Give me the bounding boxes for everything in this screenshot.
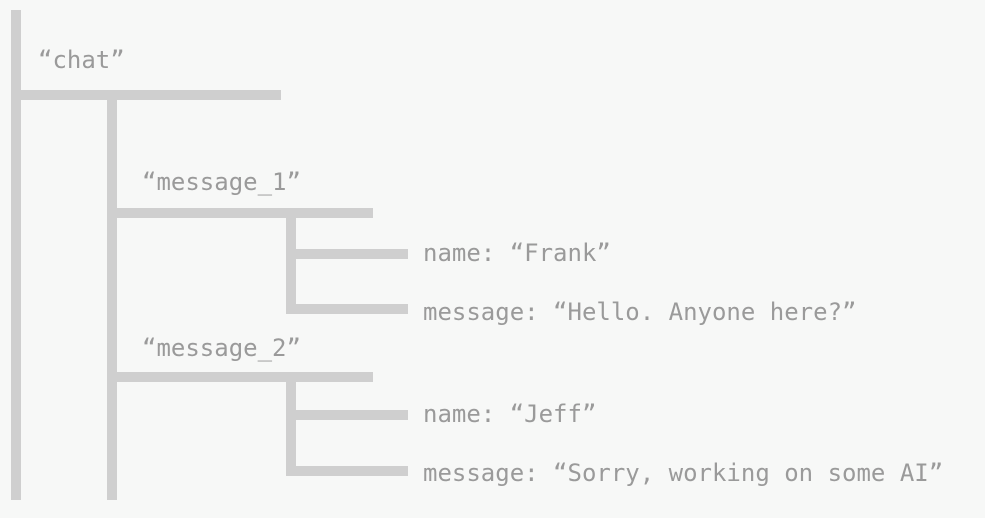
- root-branch-line: [11, 90, 281, 100]
- message-2-message-connector-line: [286, 466, 408, 476]
- message-2-label: “message_2”: [142, 334, 301, 362]
- message-2-message-field: message: “Sorry, working on some AI”: [423, 459, 944, 487]
- root-trunk-line: [11, 10, 21, 500]
- root-node-label: “chat”: [38, 46, 125, 74]
- message-1-branch-line: [107, 208, 373, 218]
- messages-trunk-line: [107, 90, 117, 500]
- message-2-name-connector-line: [286, 410, 408, 420]
- message-1-name-field: name: “Frank”: [423, 239, 611, 267]
- message-1-name-connector-line: [286, 249, 408, 259]
- message-1-label: “message_1”: [142, 168, 301, 196]
- message-2-fields-trunk-line: [286, 372, 296, 476]
- message-2-branch-line: [107, 372, 373, 382]
- message-2-name-field: name: “Jeff”: [423, 400, 597, 428]
- message-1-fields-trunk-line: [286, 208, 296, 314]
- message-1-message-field: message: “Hello. Anyone here?”: [423, 298, 857, 326]
- message-1-message-connector-line: [286, 304, 408, 314]
